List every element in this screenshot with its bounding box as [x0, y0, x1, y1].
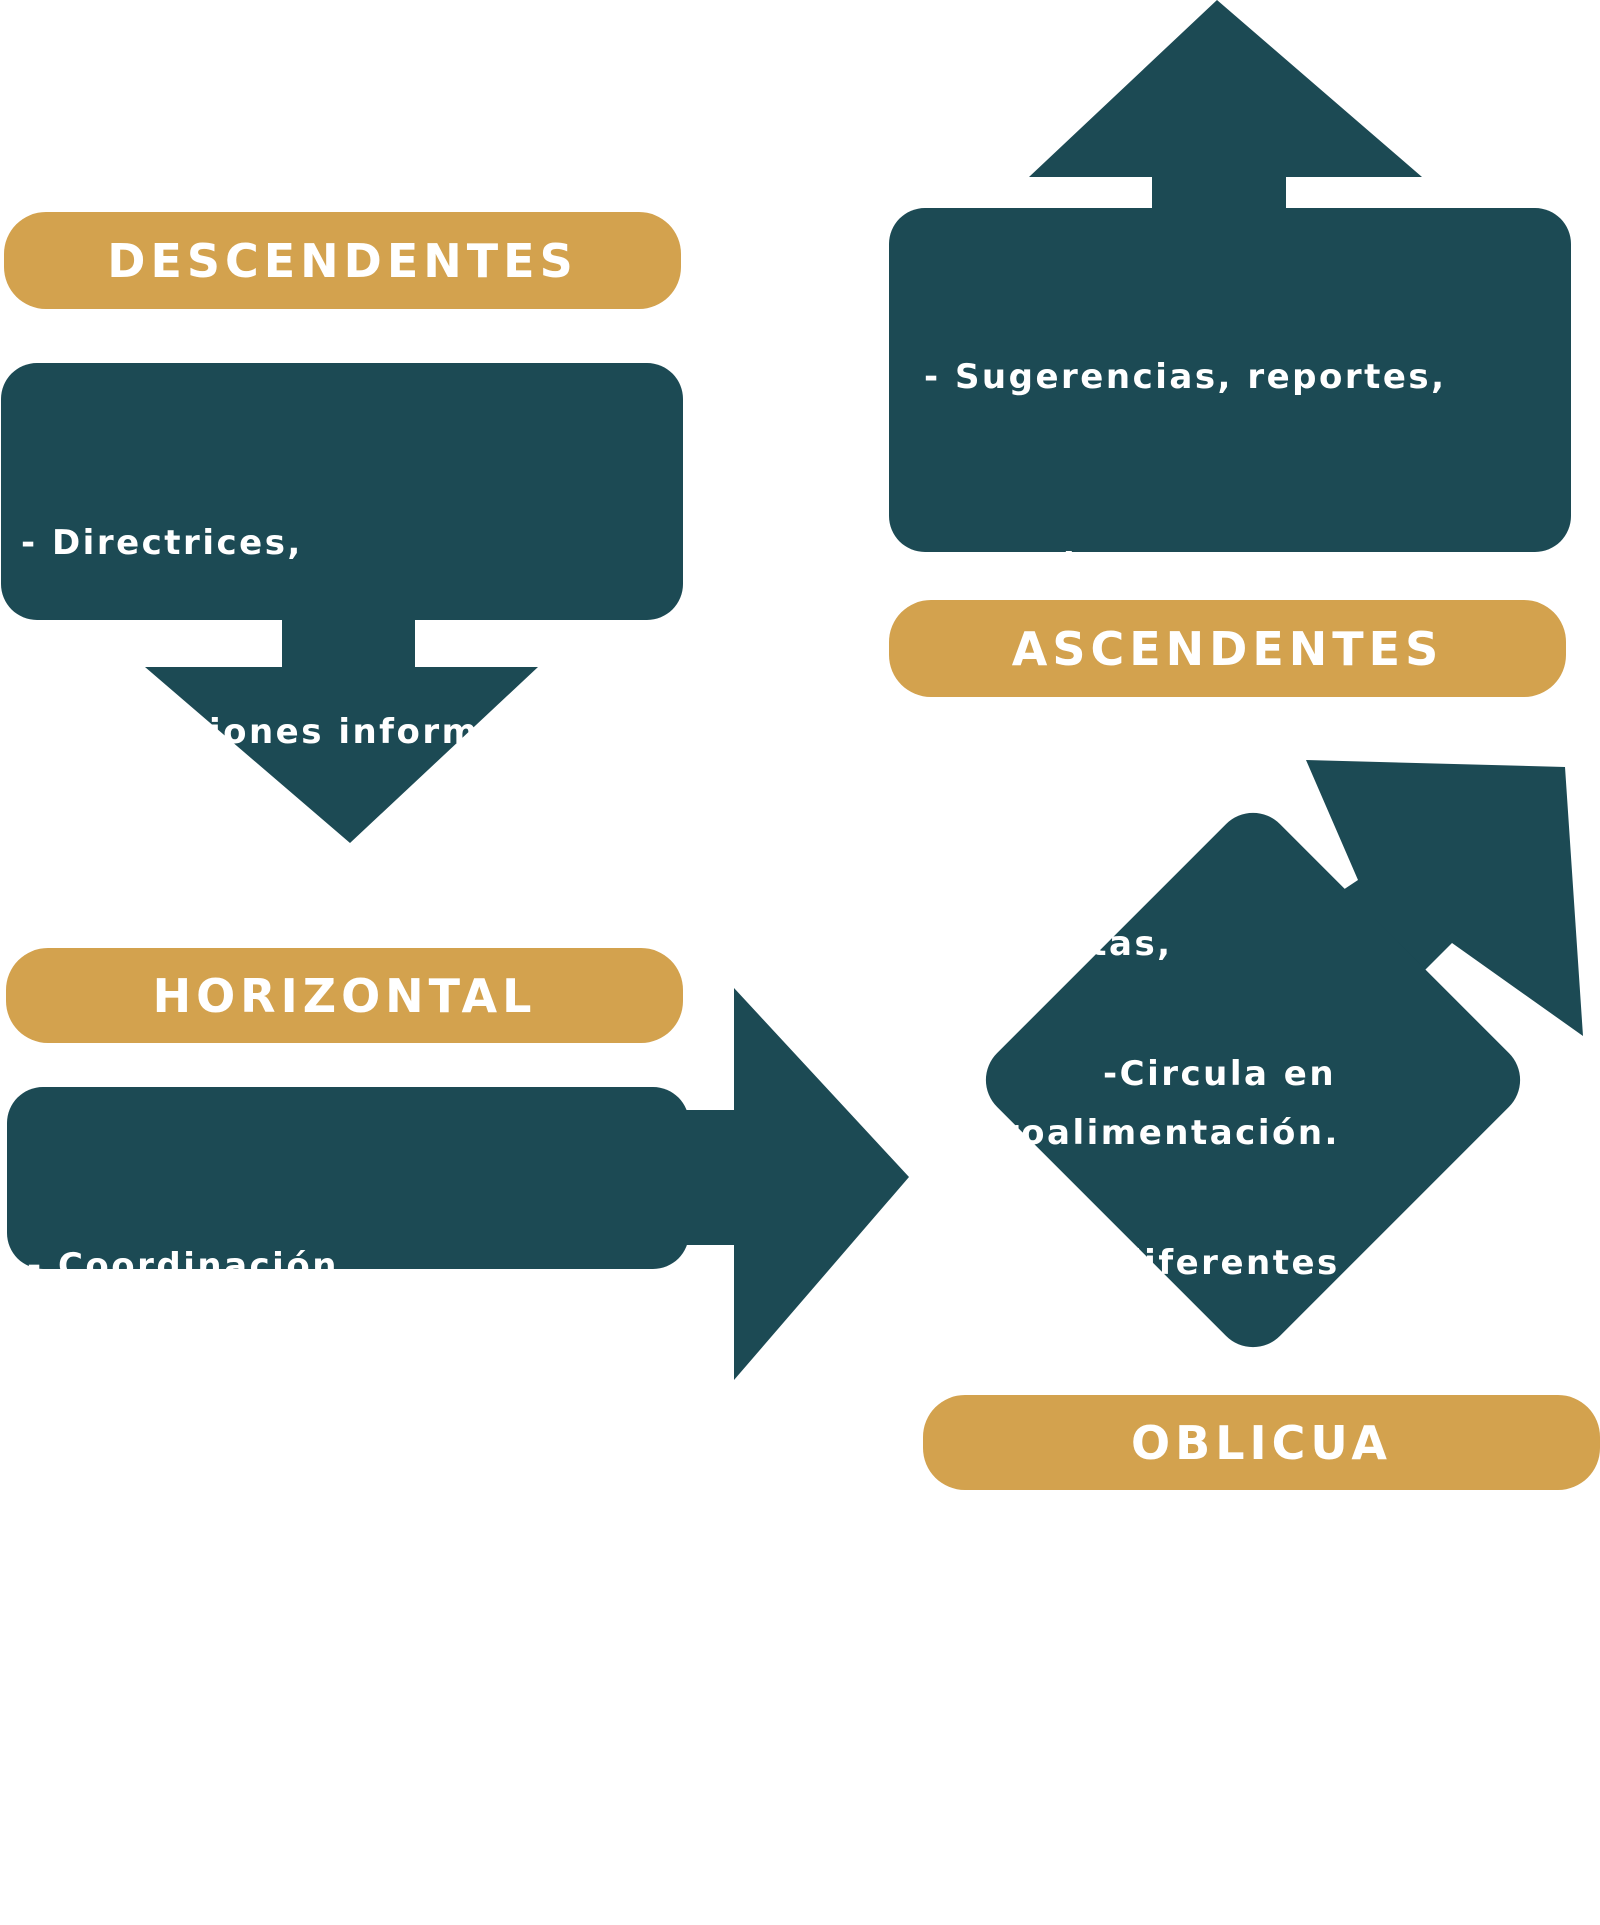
ascendentes-line: preguntas,	[924, 924, 1173, 964]
descendentes-label: DESCENDENTES	[4, 212, 681, 309]
ascendentes-box: - Sugerencias, reportes, consultas, encu…	[889, 208, 1571, 1153]
horizontal-line: - Coordinación	[27, 1246, 339, 1286]
descendentes-line: juntas orden disciplina	[21, 901, 531, 941]
down-arrow-icon	[145, 610, 538, 843]
oblicua-diamond	[985, 812, 1521, 1348]
right-arrow-icon	[600, 988, 909, 1380]
ascendentes-label: ASCENDENTES	[889, 600, 1566, 697]
descendentes-title: DESCENDENTES	[107, 233, 578, 288]
horizontal-label: HORIZONTAL	[6, 948, 683, 1043]
descendentes-line: instrucciones informes,	[21, 712, 544, 752]
oblicua-line: - Transmite	[1103, 1621, 1347, 1661]
up-arrow-icon	[1029, 0, 1422, 215]
ascendentes-line: retroalimentación.	[924, 1113, 1340, 1153]
ascendentes-line: - Sugerencias, reportes,	[924, 357, 1447, 397]
ascendentes-line: - Formulación de	[924, 735, 1285, 775]
oblicua-line: diferentes	[1103, 1243, 1340, 1283]
ascendentes-title: ASCENDENTES	[1011, 621, 1444, 676]
descendentes-line: - Directrices,	[21, 523, 303, 563]
horizontal-line: - Resolución de conflictos	[27, 1435, 583, 1475]
horizontal-title: HORIZONTAL	[152, 968, 537, 1023]
oblicua-line: mensajes.	[1103, 1810, 1334, 1850]
oblicua-title: OBLICUA	[1131, 1415, 1392, 1470]
oblicua-label: OBLICUA	[923, 1395, 1600, 1490]
descendentes-box: - Directrices, instrucciones informes, j…	[1, 363, 683, 941]
oblicua-line: -Circula en	[1103, 1054, 1337, 1094]
ascendentes-line: consultas, encuestas.	[924, 546, 1407, 586]
diagram-shapes	[145, 0, 1583, 1380]
horizontal-box: - Coordinación - Resolución de conflicto…	[7, 1087, 689, 1475]
